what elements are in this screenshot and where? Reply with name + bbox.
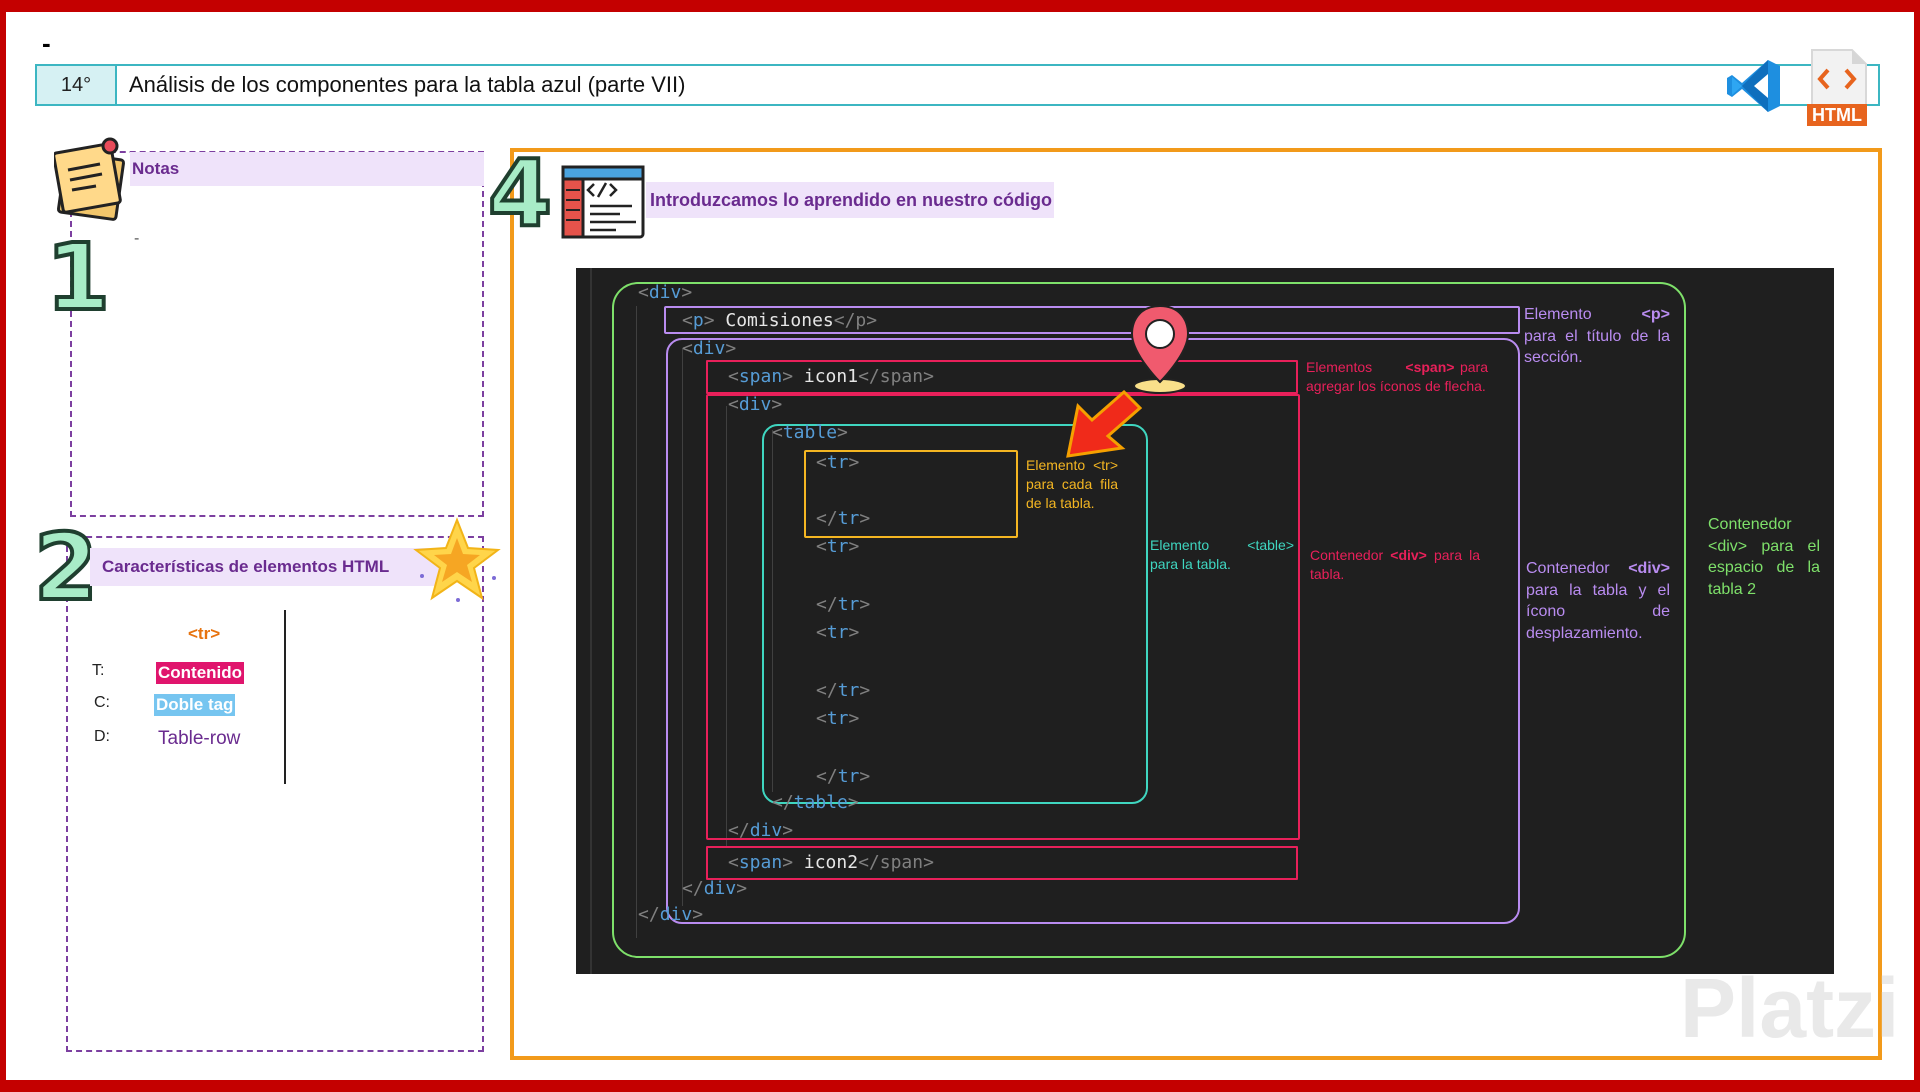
p-annotation: Elemento <p> para el título de la secció… xyxy=(1524,306,1670,367)
section-number-4: 4 xyxy=(486,140,554,247)
star-icon xyxy=(413,517,501,602)
main-title: Introduzcamos lo aprendido en nuestro có… xyxy=(646,182,1054,218)
div-scroll-annotation: Contenedor <div> para la tabla y el ícon… xyxy=(1526,560,1670,642)
editor-gutter xyxy=(590,268,592,974)
closing-value: Doble tag xyxy=(154,694,236,716)
code-line: </div> xyxy=(682,878,748,899)
scroll-div-highlight xyxy=(666,338,1520,924)
html-badge: HTML xyxy=(1807,104,1867,126)
characteristics-divider xyxy=(284,610,286,784)
div-table-annotation: Contenedor <div> para la tabla. xyxy=(1310,547,1481,582)
indent-guide xyxy=(772,430,773,792)
section-number-2: 2 xyxy=(32,514,100,621)
code-line: <div> xyxy=(682,338,737,359)
code-line: </div> xyxy=(638,904,704,925)
vscode-icon xyxy=(1727,60,1780,112)
span2-highlight xyxy=(706,846,1298,880)
main-box xyxy=(510,148,1882,1060)
table-div-highlight xyxy=(706,394,1300,840)
closing-label: C: xyxy=(94,694,110,711)
indent-guide xyxy=(636,306,637,938)
display-value: Table-row xyxy=(158,728,241,749)
tr-highlight xyxy=(804,450,1018,538)
html-file-icon: HTML xyxy=(1806,48,1872,128)
lesson-number: 14° xyxy=(37,66,117,104)
table-highlight xyxy=(762,424,1148,804)
characteristics-title: Características de elementos HTML xyxy=(90,548,448,586)
code-line: <tr> xyxy=(816,708,860,729)
code-line: <span> icon2</span> xyxy=(728,852,934,873)
code-line: </table> xyxy=(772,792,859,813)
p-highlight xyxy=(664,306,1520,334)
characteristics-tag: <tr> xyxy=(188,624,221,643)
span-annotation: Elementos <span> para agregar los íconos… xyxy=(1306,359,1489,394)
platzi-watermark: Platzi xyxy=(1680,961,1900,1055)
section-number-1: 1 xyxy=(44,224,112,331)
code-line: <tr> xyxy=(816,536,860,557)
code-line: <div> xyxy=(728,394,783,415)
type-value: Contenido xyxy=(156,662,245,684)
tr-annotation: Elemento <tr> para cada fila de la tabla… xyxy=(1026,457,1118,511)
code-line: </tr> xyxy=(816,680,871,701)
characteristics-box xyxy=(66,536,484,1052)
indent-guide xyxy=(726,406,727,846)
code-line: </tr> xyxy=(816,766,871,787)
code-line: <tr> xyxy=(816,452,860,473)
notes-box xyxy=(70,151,484,517)
code-line: </div> xyxy=(728,820,794,841)
location-pin-icon xyxy=(1130,304,1190,394)
notes-content: - xyxy=(134,230,140,247)
code-line: <table> xyxy=(772,422,848,443)
code-line: </tr> xyxy=(816,508,871,529)
header-bar: 14° Análisis de los componentes para la … xyxy=(35,64,1880,106)
type-label: T: xyxy=(92,662,105,679)
code-window-icon xyxy=(561,165,645,239)
red-arrow-icon xyxy=(1066,390,1142,458)
indent-guide xyxy=(682,348,683,906)
table-annotation: Elemento <table> para la tabla. xyxy=(1150,537,1294,572)
code-line: <div> xyxy=(638,282,693,303)
top-dash: - xyxy=(42,28,51,58)
span1-highlight xyxy=(706,360,1298,394)
code-line: <span> icon1</span> xyxy=(728,366,934,387)
code-line: <tr> xyxy=(816,622,860,643)
outer-div-highlight xyxy=(612,282,1686,958)
code-line: </tr> xyxy=(816,594,871,615)
div-outer-annotation: Contenedor <div> para el espacio de la t… xyxy=(1708,516,1820,598)
sticky-note-icon xyxy=(54,137,126,221)
lesson-title: Análisis de los componentes para la tabl… xyxy=(129,72,686,97)
notes-title: Notas xyxy=(130,152,484,186)
code-editor: <div> <p> Comisiones</p> <div> <span> ic… xyxy=(576,268,1834,974)
code-line: <p> Comisiones</p> xyxy=(682,310,878,331)
display-label: D: xyxy=(94,728,110,745)
